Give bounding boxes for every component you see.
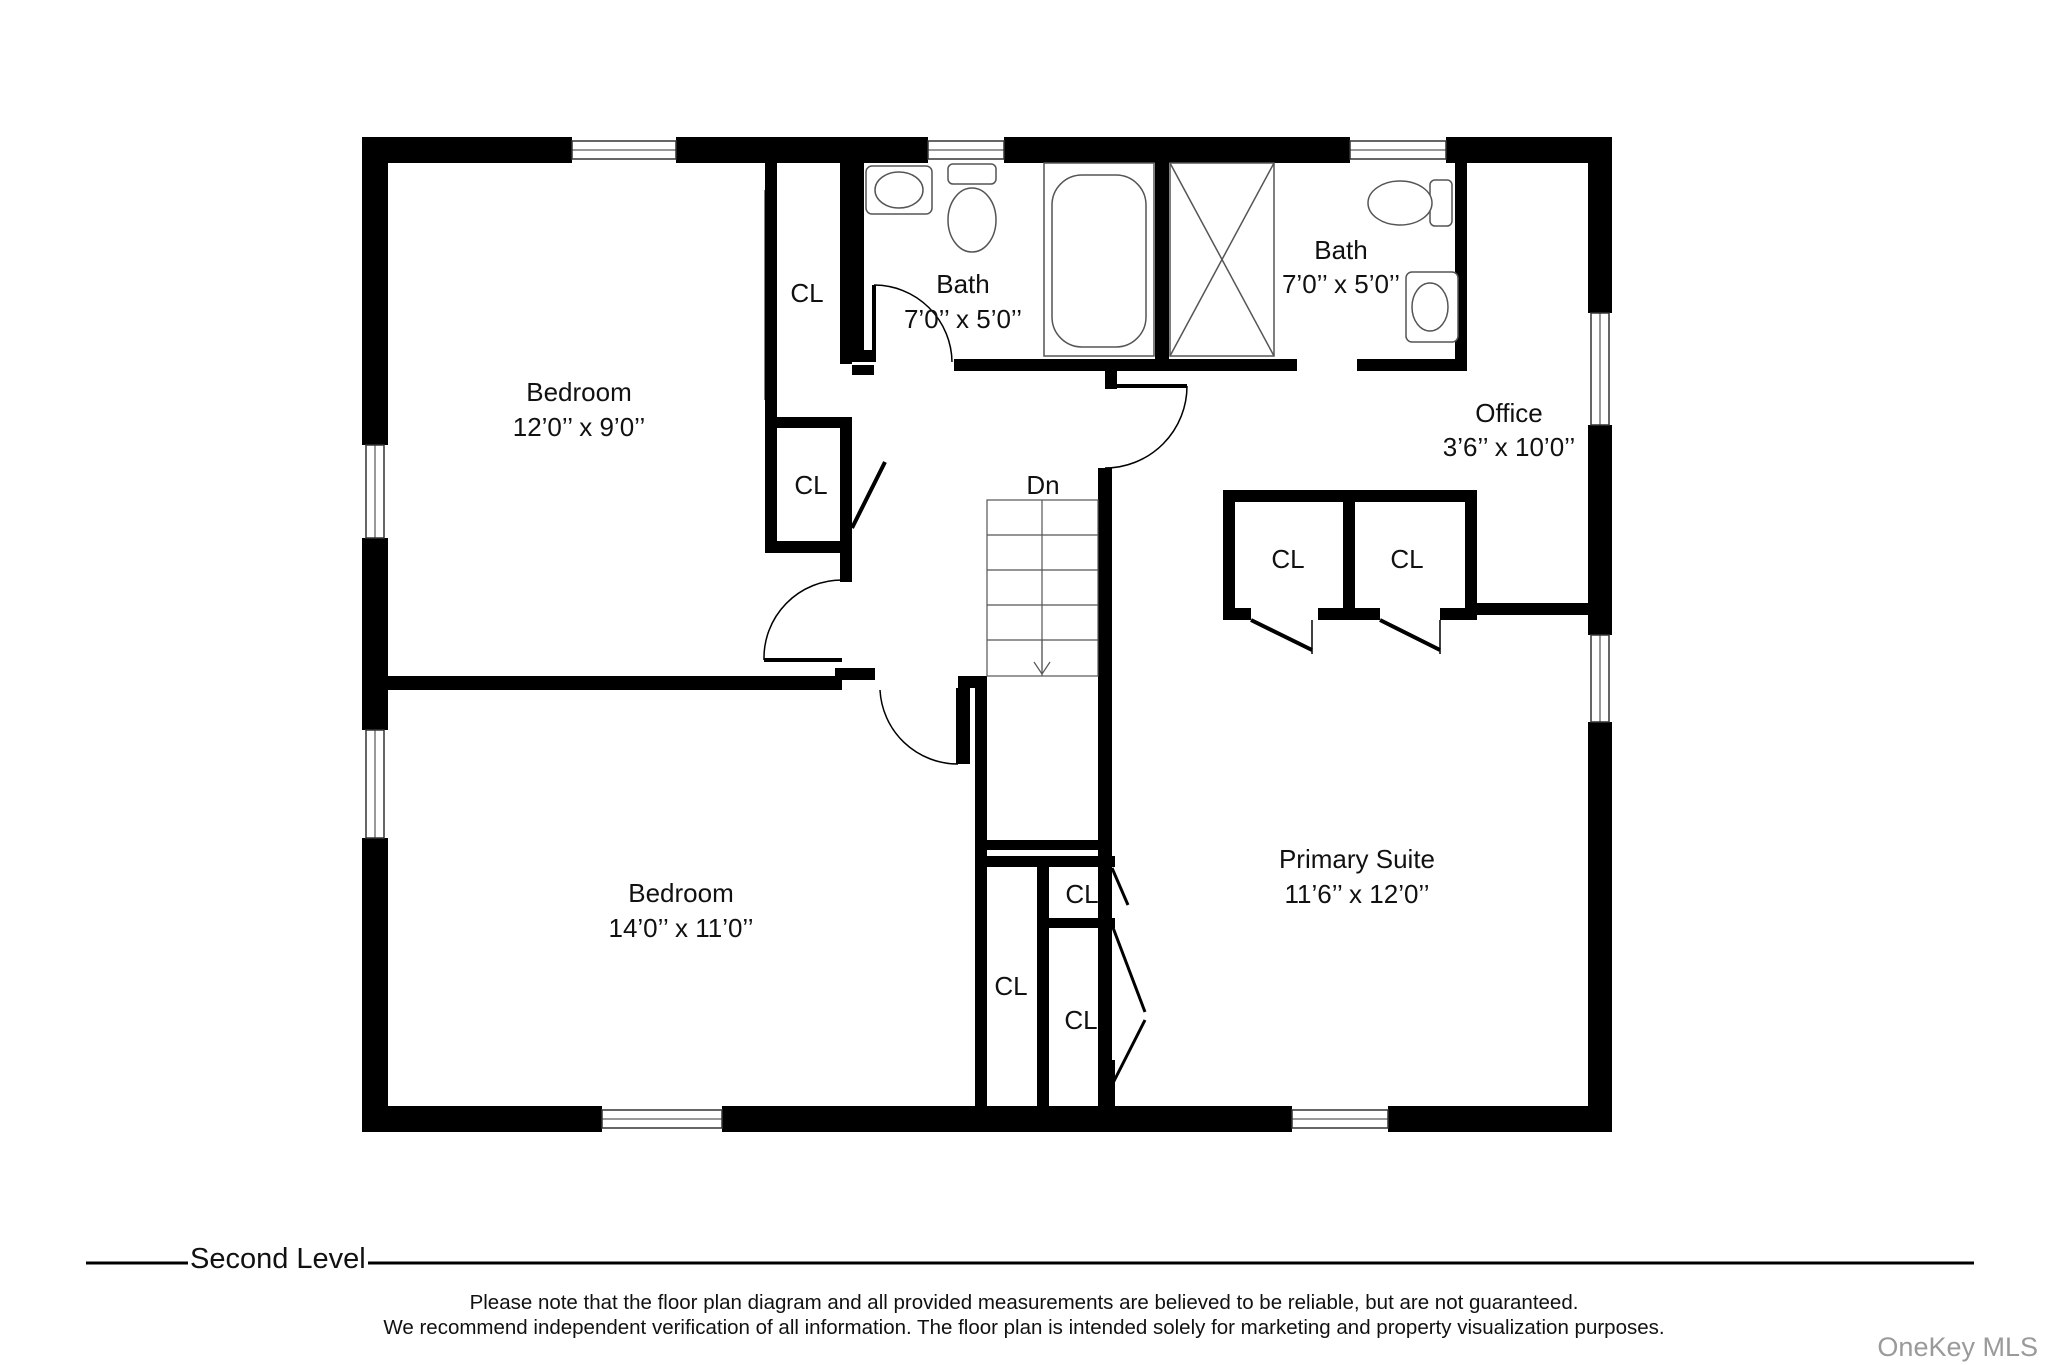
room-name-primary-suite: Primary Suite	[1279, 844, 1435, 874]
closet-label: CL	[790, 278, 823, 308]
room-name-office: Office	[1475, 398, 1542, 428]
room-name-bath-primary: Bath	[1314, 235, 1368, 265]
room-size-bedroom-upper: 12’0’’ x 9’0’’	[513, 412, 646, 442]
level-title: Second Level	[188, 1243, 368, 1276]
stair-arrow	[1033, 661, 1051, 676]
room-size-office: 3’6’’ x 10’0’’	[1443, 432, 1576, 462]
stairs	[986, 499, 1099, 677]
disclaimer-line-1: Please note that the floor plan diagram …	[469, 1291, 1579, 1314]
fixtures	[865, 162, 1459, 357]
toilet-bowl	[947, 187, 997, 253]
stairs-label: Dn	[1026, 470, 1059, 500]
door-arc	[873, 284, 953, 363]
closet-label: CL	[794, 470, 827, 500]
door-arc	[1104, 385, 1188, 469]
room-name-bath-hall: Bath	[936, 269, 990, 299]
closet-label: CL	[1064, 1005, 1097, 1035]
door-arc	[879, 689, 959, 765]
room-name-bedroom-upper: Bedroom	[526, 377, 632, 407]
room-name-bedroom-lower: Bedroom	[628, 878, 734, 908]
room-size-bedroom-lower: 14’0’’ x 11’0’’	[608, 913, 753, 943]
exterior-walls	[362, 137, 1612, 1132]
watermark: OneKey MLS	[1877, 1332, 2038, 1362]
closet-label: CL	[1271, 544, 1304, 574]
room-size-bath-hall: 7’0’’ x 5’0’’	[904, 304, 1022, 334]
room-size-bath-primary: 7’0’’ x 5’0’’	[1282, 269, 1400, 299]
toilet-bowl	[1367, 180, 1433, 226]
closet-label: CL	[994, 971, 1027, 1001]
toilet-tank	[947, 163, 997, 185]
interior-walls	[362, 159, 1600, 1110]
toilet-tank	[1429, 179, 1453, 227]
room-size-primary-suite: 11’6’’ x 12’0’’	[1284, 879, 1429, 909]
door-arc	[763, 579, 843, 661]
disclaimer-line-2: We recommend independent verification of…	[383, 1316, 1665, 1339]
closet-label: CL	[1390, 544, 1423, 574]
closet-label: CL	[1065, 879, 1098, 909]
doors	[763, 190, 1441, 1100]
